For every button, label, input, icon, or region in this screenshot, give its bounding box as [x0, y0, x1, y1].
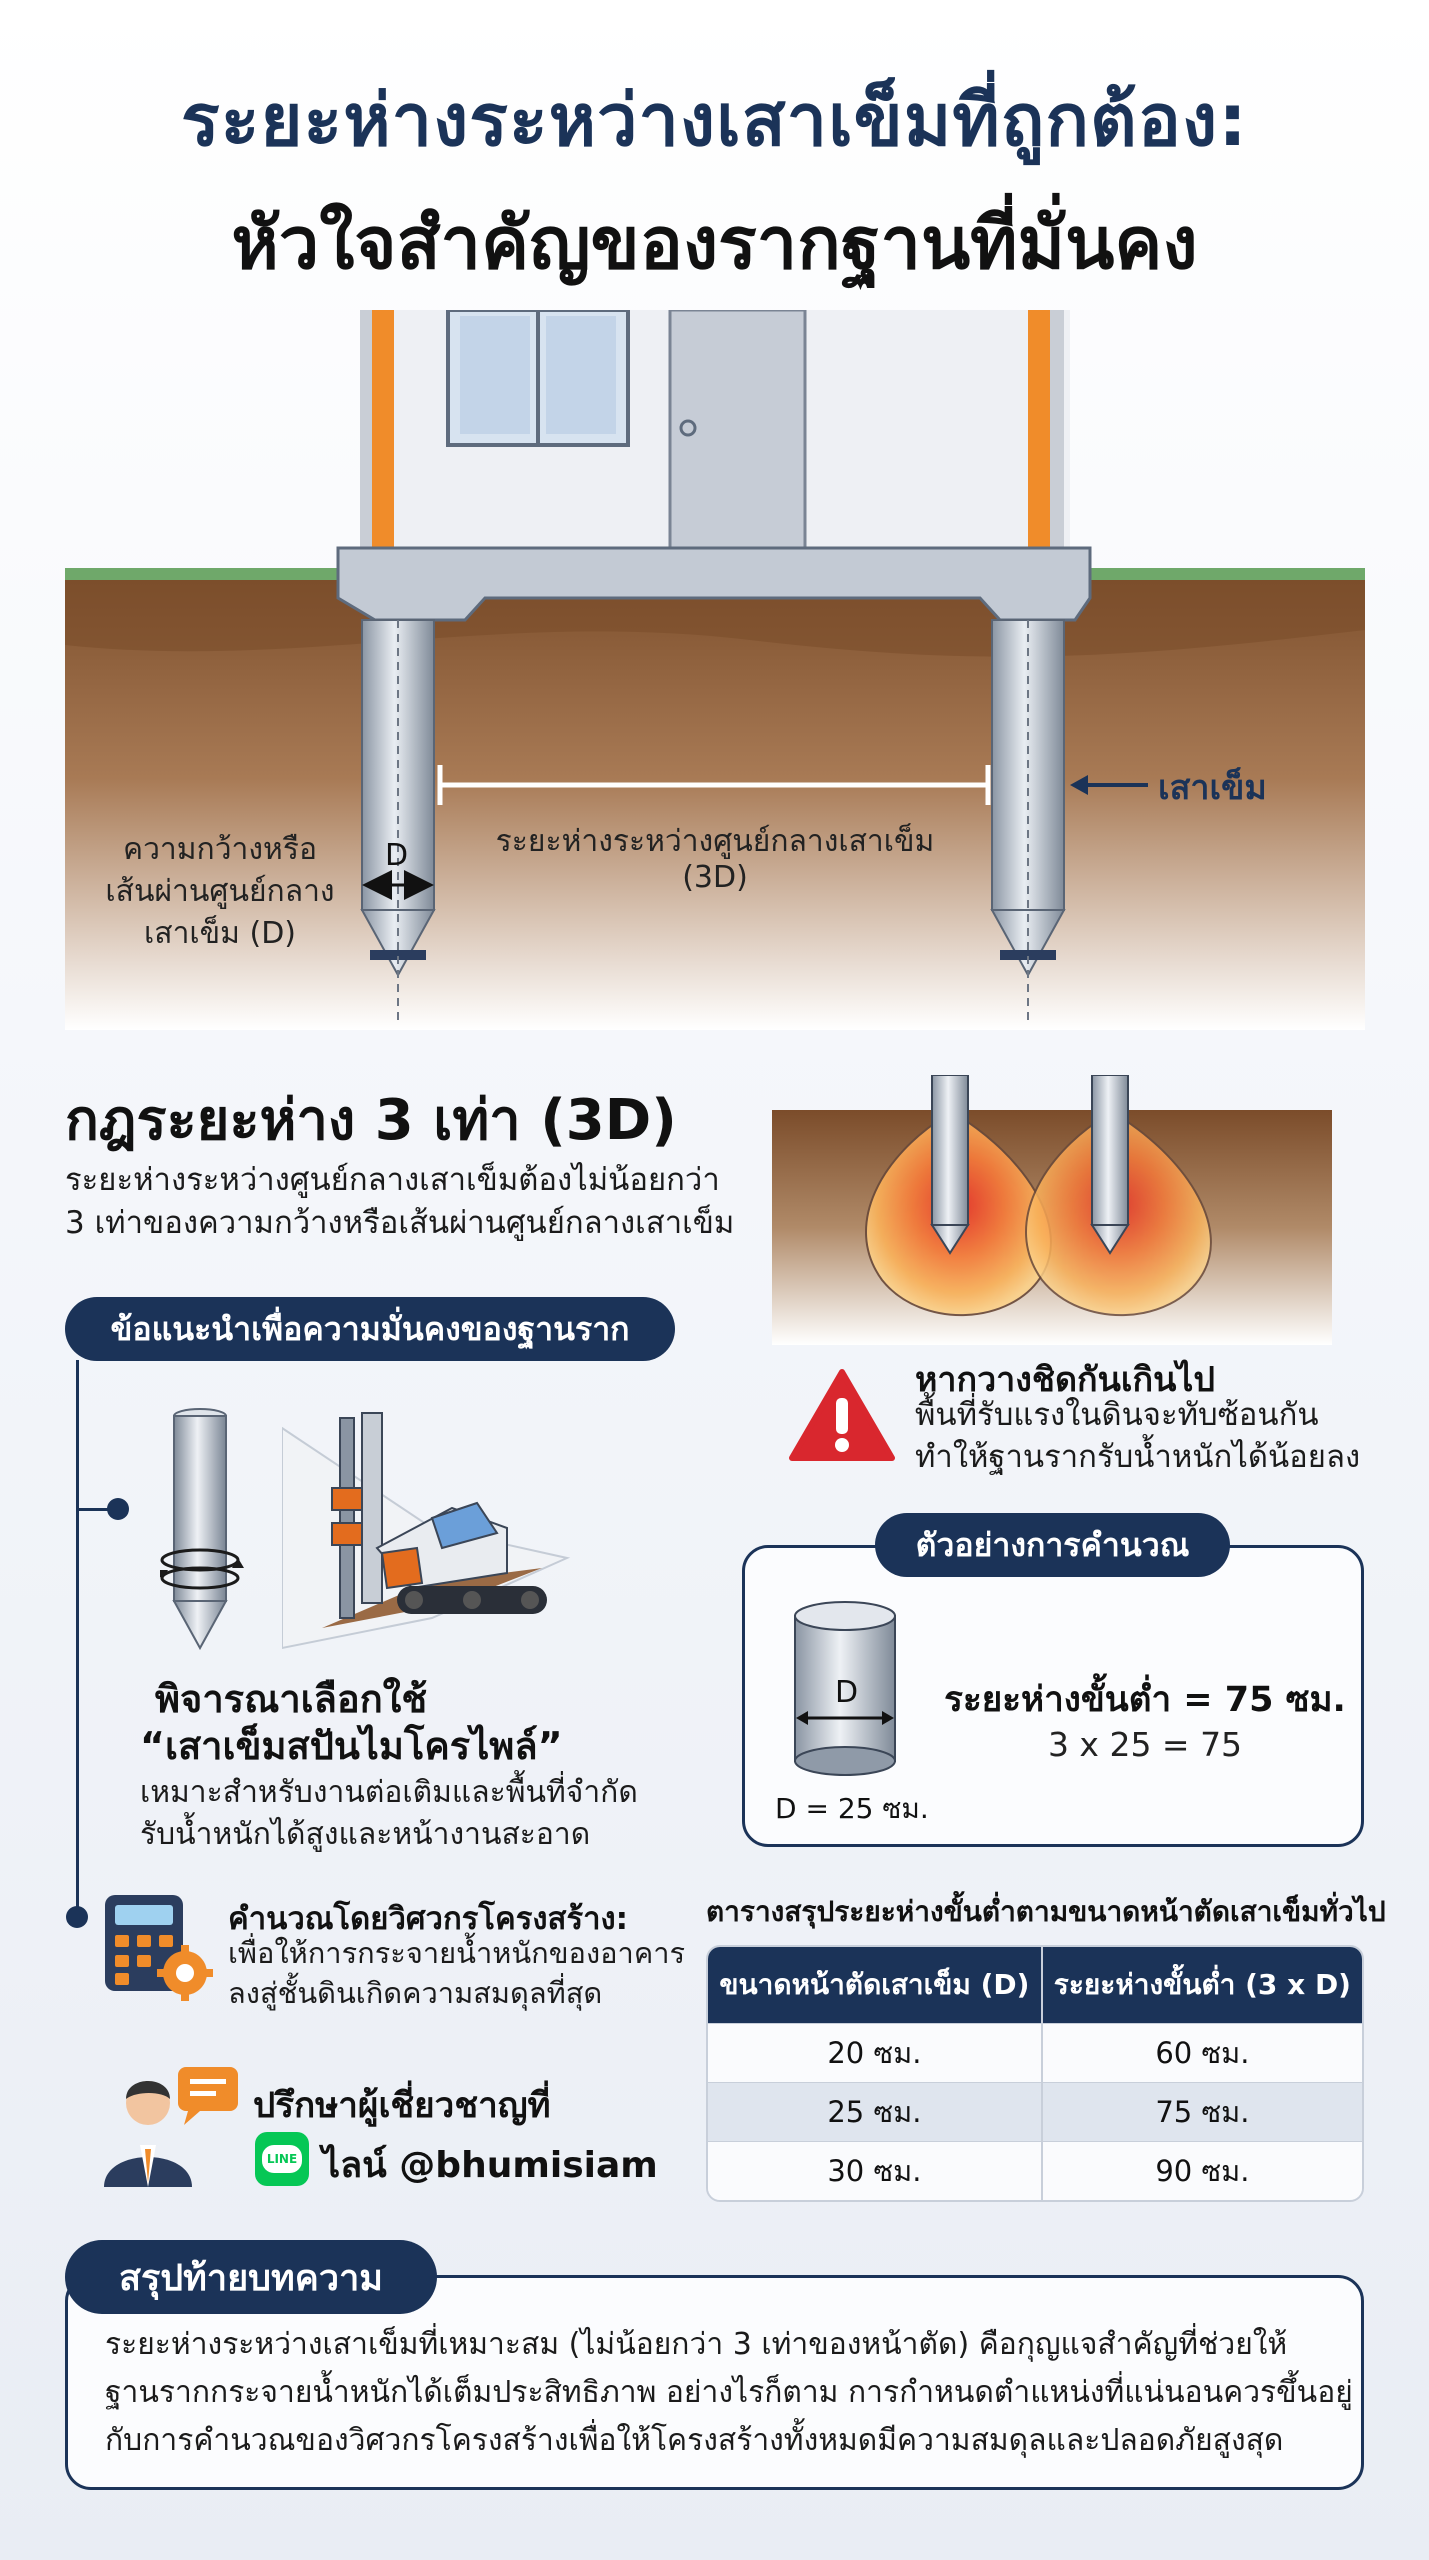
- pile-spacing-diagram: [65, 310, 1365, 1030]
- advice-timeline-line: [76, 1360, 79, 1918]
- foundation-beam: [336, 546, 1092, 622]
- pile-label: เสาเข็ม: [1158, 768, 1267, 808]
- calculator-gear-icon: [105, 1895, 213, 2001]
- rule-heading: กฎระยะห่าง 3 เท่า (3D): [65, 1088, 677, 1153]
- calc-formula: 3 x 25 = 75: [1047, 1725, 1243, 1764]
- stress-overlap-diagram: [772, 1075, 1332, 1345]
- warning-title: หากวางชิดกันเกินไป: [915, 1360, 1215, 1400]
- diameter-marker-label: D: [385, 838, 409, 873]
- table-cell: 20 ซม.: [708, 2023, 1041, 2082]
- calc-d-value: D = 25 ซม.: [775, 1792, 929, 1825]
- stress-pile-left: [930, 1075, 970, 1255]
- right-pile: [990, 619, 1066, 1020]
- spacing-label-line-2: (3D): [682, 860, 748, 895]
- calc-result: ระยะห่างขั้นต่ำ = 75 ซม.: [944, 1680, 1346, 1720]
- table-cell: 60 ซม.: [1040, 2023, 1362, 2082]
- spacing-label-line-1: ระยะห่างระหว่างศูนย์กลางเสาเข็ม: [495, 824, 935, 859]
- summary-line-2: ฐานรากกระจายน้ำหนักได้เต็มประสิทธิภาพ อย…: [105, 2375, 1353, 2410]
- consult-line-link[interactable]: ไลน์ @bhumisiam: [322, 2145, 658, 2186]
- table-row: 25 ซม. 75 ซม.: [708, 2082, 1362, 2141]
- left-pile: [360, 619, 436, 1020]
- table-title: ตารางสรุประยะห่างขั้นต่ำตามขนาดหน้าตัดเส…: [706, 1895, 1386, 1928]
- house-door: [668, 310, 807, 552]
- consult-line-1: ปรึกษาผู้เชี่ยวชาญที่: [253, 2086, 551, 2126]
- rule-body-line-1: ระยะห่างระหว่างศูนย์กลางเสาเข็มต้องไม่น้…: [65, 1162, 720, 1198]
- advice-item-1-body-line-2: รับน้ำหนักได้สูงและหน้างานสะอาด: [140, 1817, 591, 1852]
- rule-body-line-2: 3 เท่าของความกว้างหรือเส้นผ่านศูนย์กลางเ…: [65, 1205, 735, 1241]
- cylinder-pile-icon: [794, 1601, 896, 1776]
- advice-item-1-body-line-1: เหมาะสำหรับงานต่อเติมและพื้นที่จำกัด: [140, 1775, 638, 1810]
- table-cell: 90 ซม.: [1040, 2141, 1362, 2200]
- house-window: [446, 310, 630, 447]
- timeline-dot-2: [66, 1906, 88, 1928]
- consultant-icon: [104, 2067, 238, 2187]
- title-line-2: หัวใจสำคัญของรากฐานที่มั่นคง: [231, 201, 1198, 285]
- right-column: [1028, 310, 1050, 550]
- timeline-dot-1: [107, 1498, 129, 1520]
- advice-item-1-title-line-2: “เสาเข็มสปันไมโครไพล์”: [140, 1724, 563, 1768]
- diameter-label-line-3: เสาเข็ม (D): [144, 916, 296, 951]
- calculation-header: ตัวอย่างการคำนวณ: [875, 1513, 1230, 1577]
- line-app-icon[interactable]: LINE: [255, 2132, 309, 2186]
- pile-driving-rig-icon: [282, 1412, 571, 1650]
- advice-item-2-title: คำนวณโดยวิศวกรโครงสร้าง:: [228, 1901, 629, 1937]
- spacing-summary-table: ขนาดหน้าตัดเสาเข็ม (D) ระยะห่างขั้นต่ำ (…: [706, 1945, 1364, 2202]
- warning-line-1: พื้นที่รับแรงในดินจะทับซ้อนกัน: [915, 1397, 1319, 1433]
- pile-pointer-arrow: [1070, 775, 1148, 795]
- table-row: 20 ซม. 60 ซม.: [708, 2023, 1362, 2082]
- title-line-1: ระยะห่างระหว่างเสาเข็มที่ถูกต้อง:: [181, 78, 1248, 162]
- table-row: 30 ซม. 90 ซม.: [708, 2141, 1362, 2200]
- table-cell: 25 ซม.: [708, 2082, 1041, 2141]
- warning-line-2: ทำให้ฐานรากรับน้ำหนักได้น้อยลง: [915, 1439, 1361, 1475]
- summary-line-1: ระยะห่างระหว่างเสาเข็มที่เหมาะสม (ไม่น้อ…: [105, 2327, 1288, 2362]
- advice-item-1-title-line-1: พิจารณาเลือกใช้: [155, 1677, 428, 1721]
- diameter-label-line-1: ความกว้างหรือ: [123, 832, 317, 867]
- calc-d-marker: D: [835, 1675, 859, 1710]
- table-header-spacing: ระยะห่างขั้นต่ำ (3 x D): [1040, 1947, 1362, 2023]
- warning-icon: [789, 1369, 895, 1461]
- spun-micropile-icon: [160, 1408, 244, 1651]
- stress-pile-right: [1090, 1075, 1130, 1255]
- summary-header: สรุปท้ายบทความ: [65, 2240, 437, 2314]
- table-cell: 30 ซม.: [708, 2141, 1041, 2200]
- table-header-size: ขนาดหน้าตัดเสาเข็ม (D): [708, 1947, 1041, 2023]
- left-column: [372, 310, 394, 550]
- summary-line-3: กับการคำนวณของวิศวกรโครงสร้างเพื่อให้โคร…: [105, 2423, 1284, 2458]
- table-cell: 75 ซม.: [1040, 2082, 1362, 2141]
- diameter-label-line-2: เส้นผ่านศูนย์กลาง: [105, 874, 335, 909]
- advice-header: ข้อแนะนำเพื่อความมั่นคงของฐานราก: [65, 1297, 675, 1361]
- advice-item-2-body-line-2: ลงสู่ชั้นดินเกิดความสมดุลที่สุด: [228, 1976, 603, 2010]
- advice-item-2-body-line-1: เพื่อให้การกระจายน้ำหนักของอาคาร: [228, 1936, 686, 1970]
- spacing-dimension-line: [437, 765, 991, 805]
